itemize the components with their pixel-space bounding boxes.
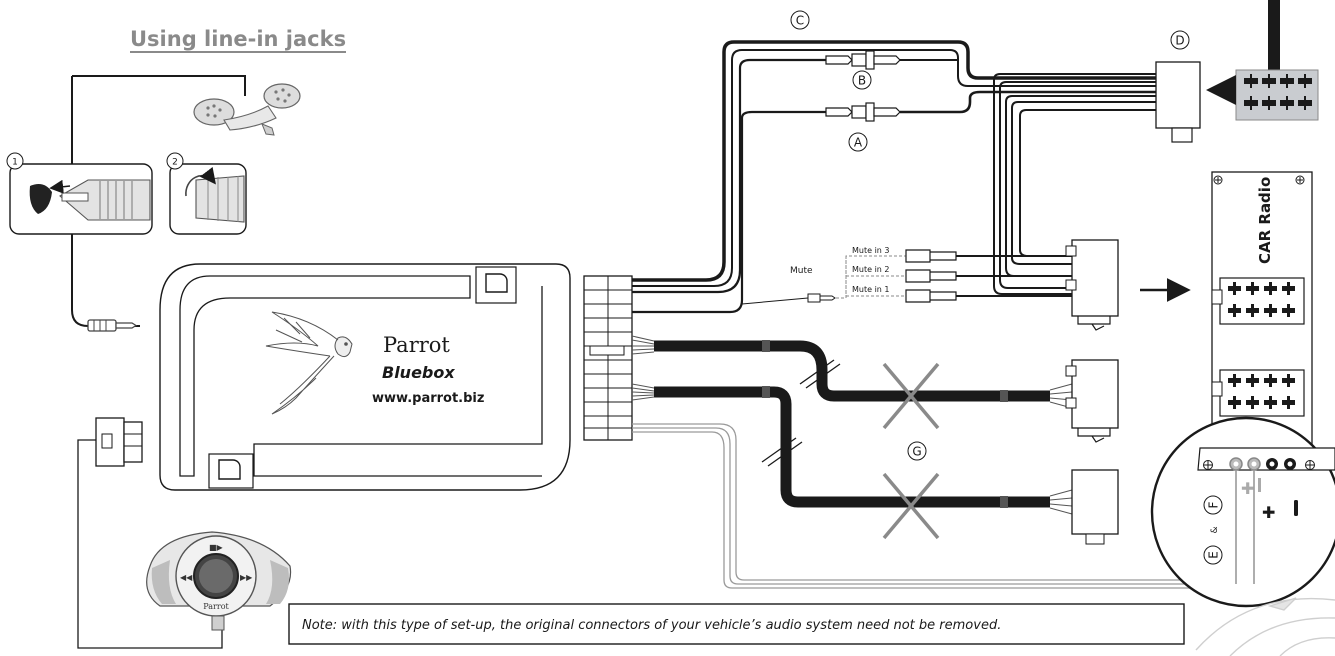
cut-marks [882, 362, 940, 540]
radio-iso-socket-2 [1211, 369, 1305, 417]
plus-sign-grey: ✚ [1241, 479, 1254, 498]
vehicle-connector-1 [1065, 359, 1119, 443]
model-name: Bluebox [382, 363, 455, 382]
harness-cables-c [632, 40, 1156, 314]
radio-label: CAR Radio [1256, 177, 1274, 264]
parrot-logo-icon [265, 311, 353, 415]
remote-control: ■▶ ◀◀ ▶▶ Parrot [146, 531, 292, 631]
step-1-number: 1 [12, 158, 18, 168]
callout-d: D [1175, 34, 1184, 48]
microphone-device [193, 83, 301, 136]
mute-in-2-label: Mute in 2 [852, 265, 890, 274]
mute-label: Mute [790, 266, 813, 276]
prev-icon: ◀◀ [180, 573, 193, 582]
connector-d: D [1155, 30, 1201, 143]
break-marks [761, 359, 841, 467]
line-in-cable-top [72, 75, 246, 96]
corner-socket-icon [485, 273, 508, 293]
iso-connector-block [1235, 0, 1319, 121]
step-1-panel: 1 [6, 152, 153, 235]
callout-g: G [912, 445, 921, 459]
decor-swirl [1195, 597, 1335, 656]
play-pause-icon: ■▶ [209, 543, 224, 552]
callout-g-group: G [907, 441, 927, 461]
vehicle-connector-2 [1071, 469, 1119, 545]
radio-iso-socket-1 [1211, 277, 1305, 325]
twist-arrow-icon [185, 166, 216, 197]
callout-c: C [796, 14, 804, 28]
page-title: Using line-in jacks [130, 27, 346, 51]
inline-connector-b: B [825, 50, 901, 90]
brand-name: Parrot [383, 333, 450, 357]
mute-in-3-label: Mute in 3 [852, 246, 890, 255]
callout-amp: & [1210, 526, 1220, 533]
corner-socket-icon-2 [218, 459, 241, 480]
step-2-number: 2 [172, 158, 178, 168]
mute-in-1-label: Mute in 1 [852, 285, 890, 294]
line-in-jack-plug [87, 319, 138, 332]
rca-magnifier: ✚ ✚ E & F [1150, 416, 1335, 608]
wire-fans [631, 335, 1073, 515]
bluebox-unit: Parrot Bluebox www.parrot.biz [159, 263, 571, 491]
bluebox-outline [159, 263, 571, 491]
bluebox-harness-connector [583, 275, 633, 441]
remote-brand-label: Parrot [203, 602, 229, 611]
step-2-panel: 2 [166, 152, 247, 235]
mute-section: Mute Mute in 3 Mute in 2 Mute in 1 [741, 246, 1072, 305]
brand-url: www.parrot.biz [372, 391, 484, 406]
cable-rings [762, 340, 1008, 508]
title-group: Using line-in jacks [130, 27, 346, 53]
remote-connector [77, 417, 223, 649]
callout-a: A [854, 136, 863, 150]
note-box: Note: with this type of set-up, the orig… [288, 603, 1185, 645]
plus-sign-black: ✚ [1262, 503, 1275, 522]
callout-e: E [1207, 551, 1221, 559]
radio-side-connector-1 [1065, 239, 1119, 331]
callout-c-group: C [790, 10, 810, 30]
callout-f: F [1207, 501, 1221, 508]
jack-socket-icon [29, 184, 52, 214]
callout-b: B [858, 74, 866, 88]
grey-line-wires [632, 423, 1251, 589]
note-text: Note: with this type of set-up, the orig… [302, 618, 1001, 633]
inline-connector-a: A [825, 102, 901, 152]
next-icon: ▶▶ [240, 573, 253, 582]
